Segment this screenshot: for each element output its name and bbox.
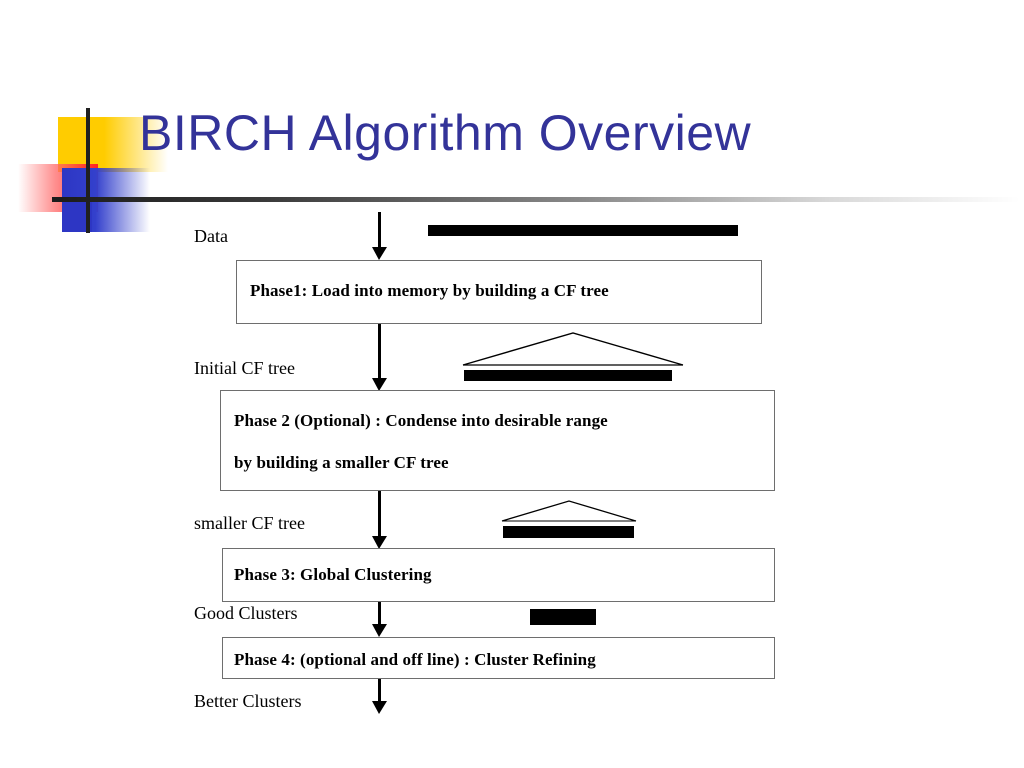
smaller-cf-tree-glyph	[501, 498, 637, 540]
phase3-label: Phase 3: Global Clustering	[234, 565, 432, 584]
edge-label-initial-cf-tree: Initial CF tree	[194, 358, 295, 378]
edge-label-smaller-cf-tree: smaller CF tree	[194, 513, 305, 533]
yellow-square-decoration	[58, 117, 168, 172]
arrow-phase1-to-phase2	[372, 324, 387, 392]
edge-label-better-clusters: Better Clusters	[194, 691, 302, 711]
edge-label-good-clusters: Good Clusters	[194, 603, 298, 623]
edge-label-data: Data	[194, 226, 228, 246]
arrow-phase2-to-phase3	[372, 491, 387, 549]
phase3-box[interactable]	[222, 548, 775, 602]
arrow-phase3-to-phase4	[372, 602, 387, 640]
phase2-box[interactable]	[220, 390, 775, 491]
phase2-label-line1: Phase 2 (Optional) : Condense into desir…	[234, 411, 608, 430]
slide-decoration	[0, 0, 1024, 240]
horizontal-rule-decoration	[52, 197, 1020, 202]
phase4-label: Phase 4: (optional and off line) : Clust…	[234, 650, 596, 669]
initial-cf-tree-glyph	[462, 330, 684, 382]
arrow-phase4-output	[372, 679, 387, 715]
phase1-box[interactable]	[236, 260, 762, 324]
arrow-data-to-phase1	[372, 212, 387, 260]
clusters-bar-glyph	[530, 609, 596, 625]
phase2-label-line2: by building a smaller CF tree	[234, 453, 449, 472]
vertical-rule-decoration	[86, 108, 90, 233]
phase4-box[interactable]	[222, 637, 775, 679]
phase1-label: Phase1: Load into memory by building a C…	[250, 281, 609, 300]
page-title: BIRCH Algorithm Overview	[139, 105, 752, 161]
data-bar-glyph	[428, 225, 738, 236]
